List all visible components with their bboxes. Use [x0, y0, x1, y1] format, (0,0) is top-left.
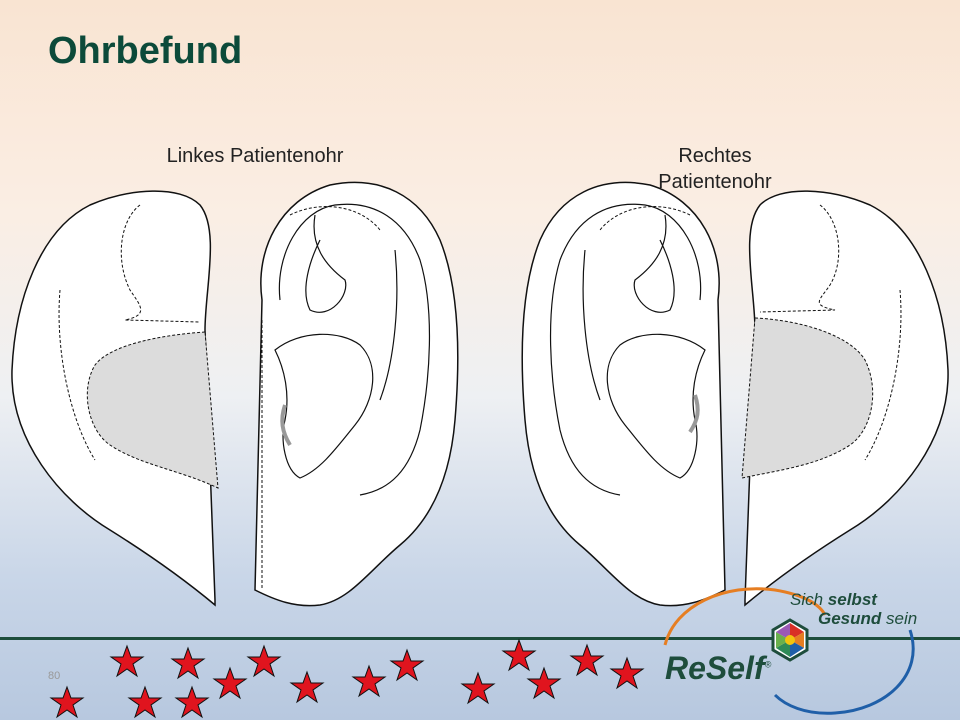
slogan-line-1-pre: Sich [790, 590, 828, 609]
star-marker [171, 647, 205, 679]
star-marker [527, 667, 561, 699]
footer-divider [0, 637, 960, 640]
slogan-line-2-bold: Gesund [818, 609, 882, 628]
star-marker [128, 686, 162, 718]
brand-text: ReSelf [665, 650, 765, 686]
star-marker [570, 644, 604, 676]
star-marker [290, 671, 324, 703]
registered-mark: ® [764, 659, 772, 670]
star-marker [610, 657, 644, 689]
star-marker [390, 649, 424, 681]
brand-name: ReSelf® [665, 650, 771, 687]
reself-logo [663, 587, 915, 715]
star-marker [461, 672, 495, 704]
star-marker [247, 645, 281, 677]
star-marker [352, 665, 386, 697]
left-ear-back-view [11, 190, 219, 607]
right-ear-front-view [521, 181, 726, 607]
star-marker [110, 645, 144, 677]
slogan-line-1: Sich selbst [790, 590, 877, 610]
left-ear-front-view [254, 181, 459, 607]
right-ear-back-view [741, 190, 949, 607]
slogan-line-2-post: sein [881, 609, 918, 628]
star-marker [175, 686, 209, 718]
right-ear-caption: Rechtes Patientenohr [630, 143, 800, 195]
slide-title: Ohrbefund [48, 30, 243, 72]
page-number: 80 [48, 670, 61, 682]
slogan-line-2: Gesund sein [818, 609, 917, 629]
slogan-line-1-bold: selbst [827, 590, 877, 609]
star-marker [213, 667, 247, 699]
star-marker [50, 686, 84, 718]
right-ear-caption-line2: Patientenohr [658, 171, 772, 193]
hexagon-icon [771, 618, 809, 662]
star-marker [502, 639, 536, 671]
right-ear-caption-line1: Rechtes [678, 145, 752, 167]
left-ear-caption: Linkes Patientenohr [166, 145, 344, 167]
